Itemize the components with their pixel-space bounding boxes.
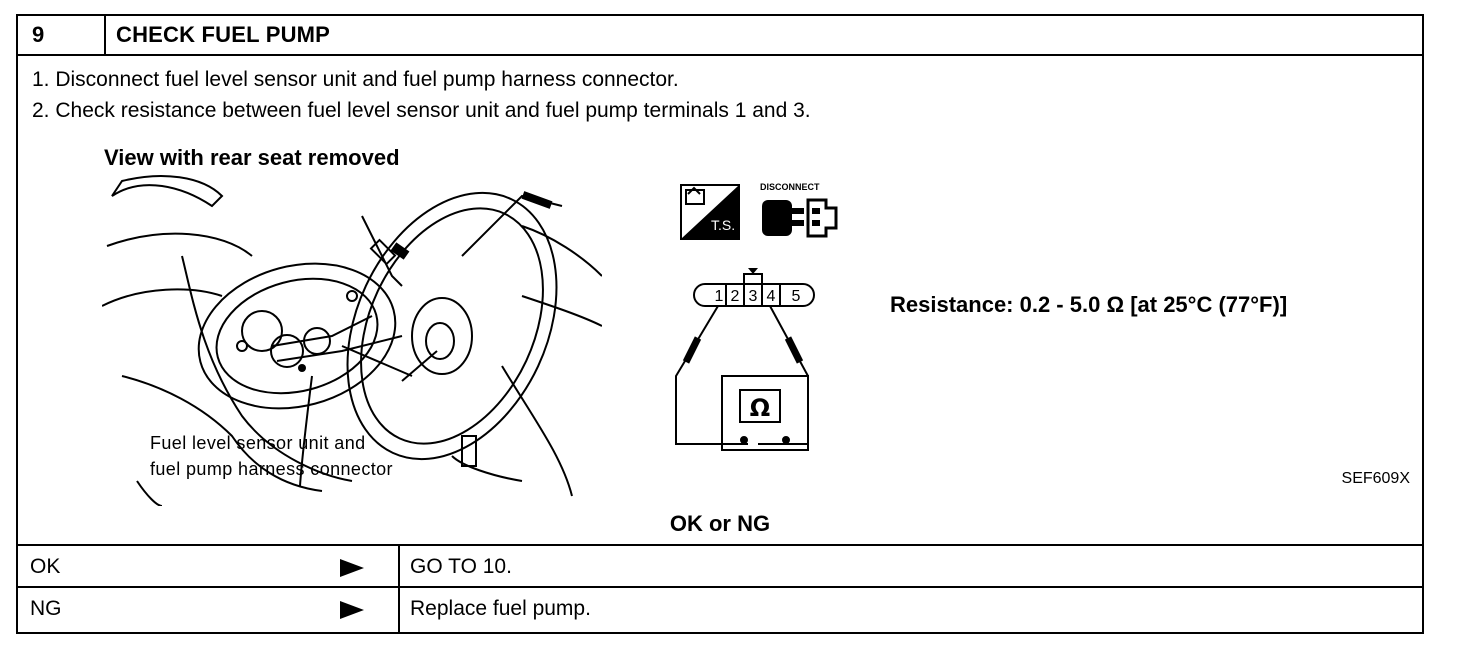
result-label-ok: OK [30,555,61,578]
instruction-step-2: 2. Check resistance between fuel level s… [32,99,811,122]
terminal-3: 3 [749,288,758,305]
terminal-2: 2 [731,288,740,305]
result-action-ok: GO TO 10. [410,555,512,578]
resistance-spec: Resistance: 0.2 - 5.0 Ω [at 25°C (77°F)] [890,292,1288,317]
right-arrow-icon [340,601,364,619]
ohm-symbol: Ω [750,394,770,422]
procedure-body: 1. Disconnect fuel level sensor unit and… [18,56,1422,546]
step-title: CHECK FUEL PUMP [116,22,331,47]
view-label: View with rear seat removed [104,145,400,170]
tools-specs-icon [680,184,740,240]
right-arrow-icon [340,559,364,577]
fuel-pump-illustration [102,175,602,506]
terminal-1: 1 [715,288,724,305]
callout-line-2: fuel pump harness connector [150,459,393,479]
diagnostic-procedure-table: 9 CHECK FUEL PUMP 1. Disconnect fuel lev… [16,14,1424,634]
column-divider [398,588,400,632]
terminal-4: 4 [767,288,776,305]
result-label-ng: NG [30,597,62,620]
column-divider [398,546,400,586]
result-prompt: OK or NG [669,511,771,536]
result-row-ng: NG Replace fuel pump. [18,588,1422,632]
step-number: 9 [18,16,106,54]
figure-code: SEF609X [1341,470,1410,487]
ohmmeter-connection-diagram: 1 2 3 4 5 Ω [675,268,815,451]
result-action-ng: Replace fuel pump. [410,597,591,620]
disconnect-connector-icon [762,198,838,238]
disconnect-label: DISCONNECT [760,182,820,192]
terminal-5: 5 [792,288,801,305]
step-header: 9 CHECK FUEL PUMP [18,16,1422,56]
tools-specs-label: T.S. [711,217,736,233]
result-row-ok: OK GO TO 10. [18,546,1422,588]
callout-line-1: Fuel level sensor unit and [150,433,366,453]
instruction-step-1: 1. Disconnect fuel level sensor unit and… [32,68,679,91]
